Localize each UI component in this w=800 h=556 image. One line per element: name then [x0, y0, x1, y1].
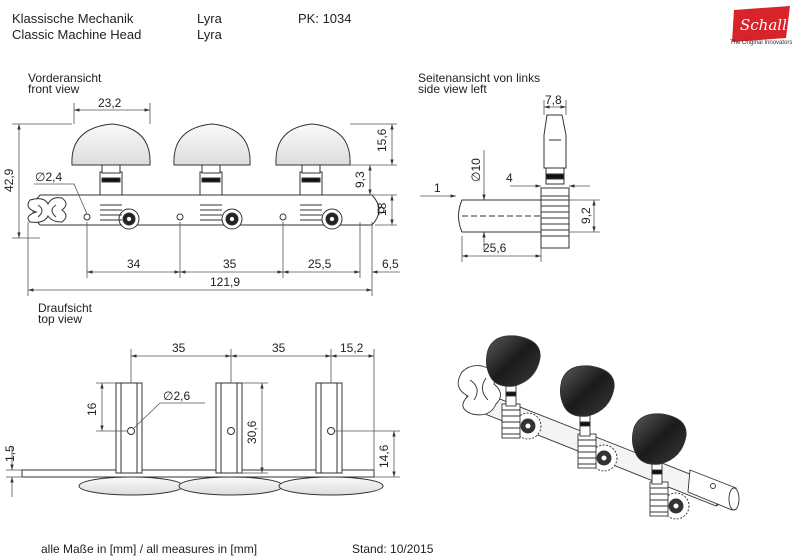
top-dimensions	[6, 349, 400, 497]
dim-spacing-35: 35	[223, 257, 237, 271]
part-number: PK: 1034	[298, 11, 352, 26]
dim-edge-6-5: 6,5	[382, 257, 399, 271]
dim-roller-length-side: 25,6	[483, 241, 507, 255]
top-view-label-de: Draufsicht	[38, 301, 93, 315]
front-view	[27, 123, 385, 230]
top-view	[21, 382, 384, 496]
front-view-label-de: Vorderansicht	[28, 71, 102, 85]
side-view-label-en: side view left	[418, 82, 487, 96]
front-dimensions	[12, 103, 400, 296]
front-tuner-3	[275, 123, 351, 230]
dim-side-1: 1	[434, 181, 441, 195]
side-dimensions	[420, 100, 600, 262]
dim-hole-diameter-front: ∅2,4	[35, 170, 62, 184]
dim-hole-diameter-top: ∅2,6	[163, 389, 190, 403]
front-tuner-1	[71, 123, 151, 230]
iso-gear-3	[649, 481, 690, 520]
iso-gear-1	[501, 403, 542, 440]
dim-button-width: 23,2	[98, 96, 122, 110]
top-view-label-en: top view	[38, 312, 83, 326]
schaller-logo: Schaller	[732, 6, 794, 42]
dim-shaft-to-plate: 9,3	[353, 171, 367, 188]
dim-total-height: 42,9	[2, 168, 16, 192]
brand-tagline: The Original Innovators	[730, 40, 793, 46]
dim-button-height: 15,6	[375, 128, 389, 152]
dim-to-hole: 14,6	[377, 444, 391, 468]
iso-gear-2	[577, 433, 618, 472]
dim-spacing-34: 34	[127, 257, 141, 271]
front-tuner-2	[173, 123, 251, 230]
dim-roller-diameter: ∅10	[469, 158, 483, 182]
dim-plate-height: 18	[375, 202, 389, 216]
dim-top-spacing-2: 35	[272, 341, 286, 355]
model-en: Lyra	[197, 27, 222, 42]
side-view-label-de: Seitenansicht von links	[418, 71, 541, 85]
units-note: alle Maße in [mm] / all measures in [mm]	[41, 542, 258, 556]
isometric-view	[457, 335, 740, 520]
dim-plate-thickness: 1,5	[3, 445, 17, 462]
dim-side-4: 4	[506, 171, 513, 185]
brand-name: Schaller	[740, 16, 794, 34]
dim-total-length: 121,9	[210, 275, 240, 289]
dimension-labels: 23,2 15,6 9,3 18 42,9 ∅2,4 34 35 25,5 6,…	[2, 93, 593, 468]
dim-spacing-25-5: 25,5	[308, 257, 332, 271]
title-de: Klassische Mechanik	[12, 11, 134, 26]
dim-button-thickness: 7,8	[545, 93, 562, 107]
model-de: Lyra	[197, 11, 222, 26]
side-view	[458, 114, 570, 249]
front-view-label-en: front view	[28, 82, 80, 96]
dim-top-end-offset: 15,2	[340, 341, 364, 355]
dim-roller-depth: 16	[85, 402, 99, 416]
title-en: Classic Machine Head	[12, 27, 142, 42]
dim-plate-offset: 9,2	[579, 207, 593, 224]
dim-roller-length-top: 30,6	[245, 420, 259, 444]
dim-top-spacing-1: 35	[172, 341, 186, 355]
top-roller-1	[78, 382, 184, 496]
top-roller-2	[178, 382, 284, 496]
revision-date: Stand: 10/2015	[352, 542, 434, 556]
top-roller-3	[278, 382, 384, 496]
